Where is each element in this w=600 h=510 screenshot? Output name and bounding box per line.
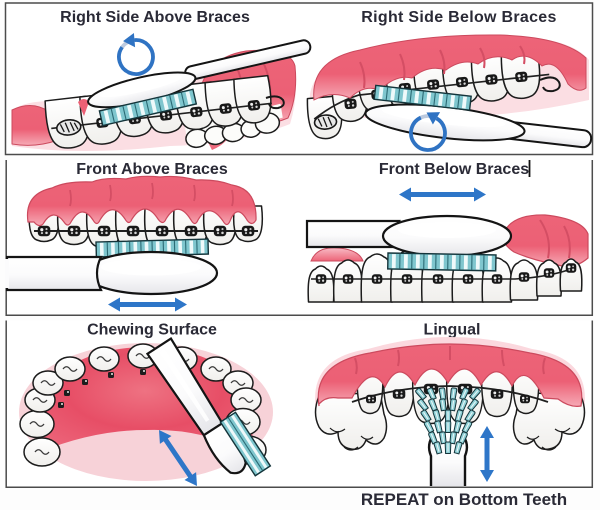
svg-text:Lingual: Lingual: [424, 322, 481, 339]
svg-text:Right Side Above Braces: Right Side Above Braces: [60, 9, 250, 26]
svg-text:REPEAT on Bottom Teeth: REPEAT on Bottom Teeth: [361, 490, 567, 509]
svg-text:Right Side Below Braces: Right Side Below Braces: [361, 9, 556, 26]
svg-text:Front Below Braces: Front Below Braces: [379, 161, 529, 178]
svg-text:Chewing Surface: Chewing Surface: [87, 322, 217, 339]
svg-text:Front Above Braces: Front Above Braces: [76, 161, 228, 178]
